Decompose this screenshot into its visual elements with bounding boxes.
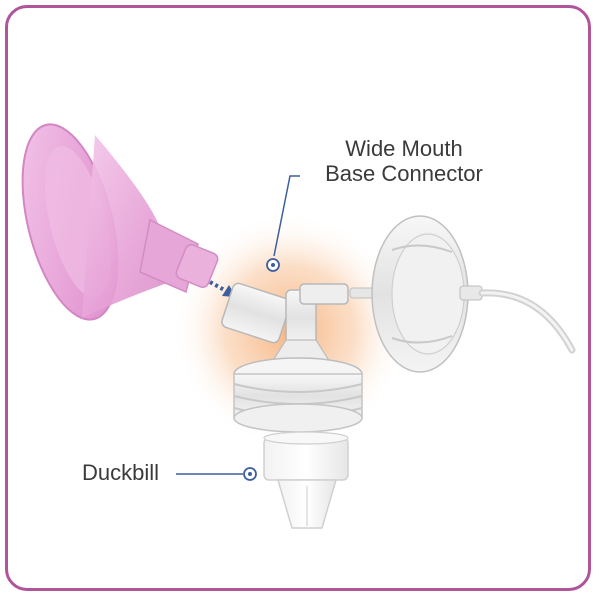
label-line-1: Wide Mouth	[304, 136, 504, 161]
callout-ring-icon	[267, 259, 279, 271]
duckbill-label: Duckbill	[82, 460, 159, 485]
callout-ring-icon	[244, 468, 256, 480]
wide-mouth-base-connector-label: Wide Mouth Base Connector	[304, 136, 504, 186]
label-line-2: Base Connector	[304, 161, 504, 186]
duckbill-valve	[264, 432, 348, 528]
